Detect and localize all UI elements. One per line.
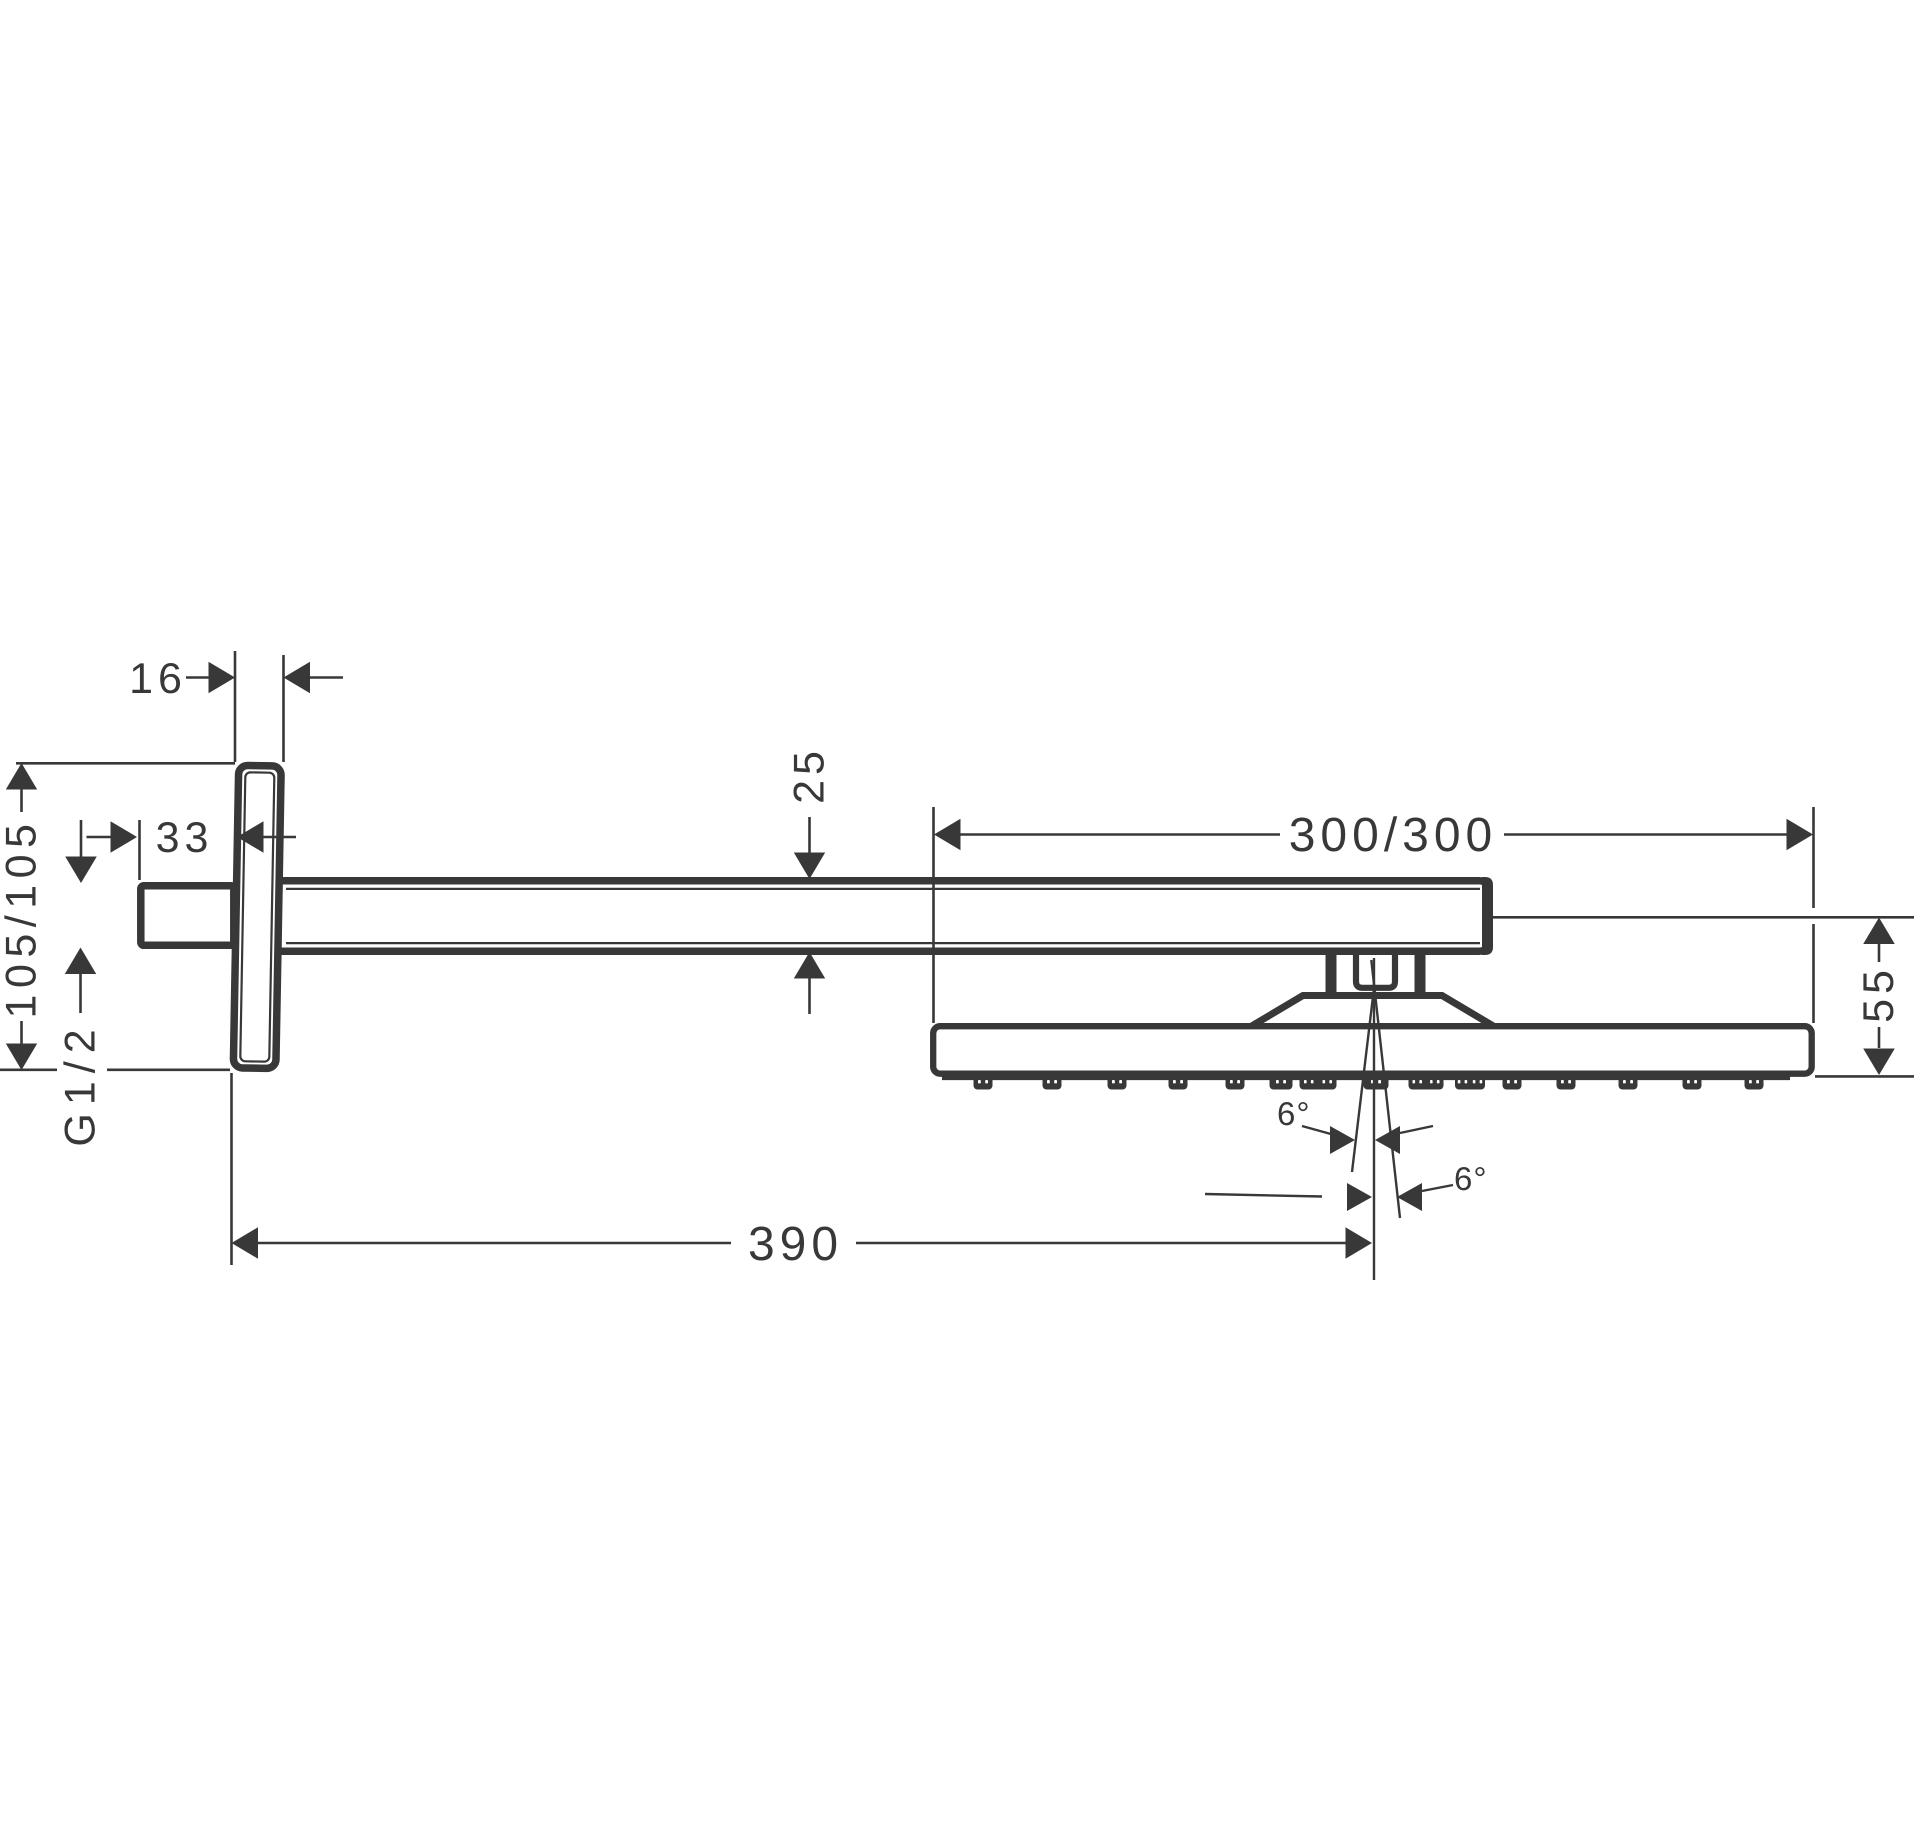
svg-text:33: 33	[156, 814, 214, 862]
svg-text:390: 390	[748, 1218, 843, 1271]
svg-text:25: 25	[786, 746, 834, 804]
svg-text:6°: 6°	[1454, 1160, 1488, 1197]
svg-text:300/300: 300/300	[1289, 809, 1498, 862]
svg-text:105/105: 105/105	[0, 818, 46, 1019]
svg-text:G1/2: G1/2	[57, 1021, 105, 1146]
svg-text:6°: 6°	[1277, 1095, 1311, 1132]
svg-text:16: 16	[129, 655, 187, 703]
svg-text:55: 55	[1855, 965, 1903, 1023]
